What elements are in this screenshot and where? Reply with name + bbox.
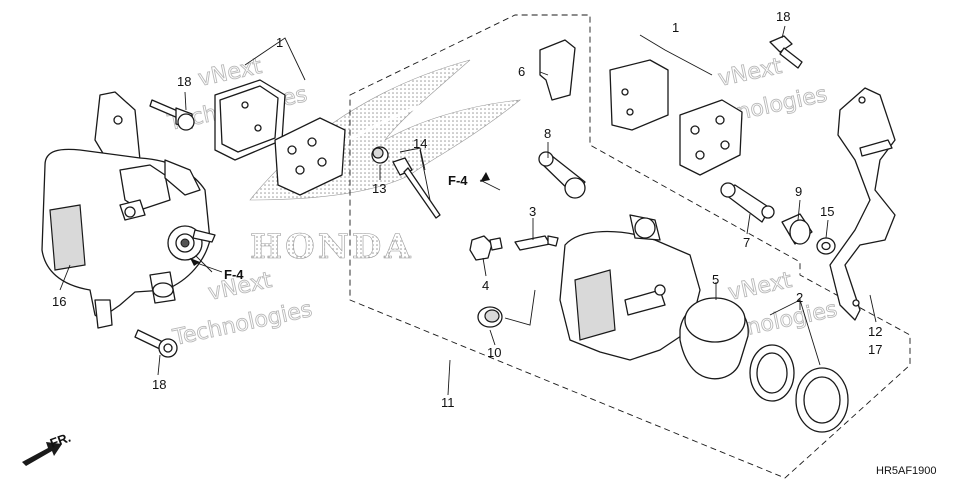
callout-18: 18 xyxy=(776,9,790,24)
piston-5 xyxy=(679,297,749,380)
callout-16: 16 xyxy=(52,294,66,309)
callout-3: 3 xyxy=(529,204,536,219)
assembly-outline xyxy=(349,14,911,479)
left-caliper-window xyxy=(49,204,86,271)
watermark-vnext: vNext xyxy=(726,268,794,306)
seal-2 xyxy=(749,299,849,433)
callout-10: 10 xyxy=(487,345,501,360)
bolt-18-upper-left xyxy=(149,99,195,131)
bolt-18-lower-left xyxy=(134,329,178,358)
front-label: FR. xyxy=(48,430,73,451)
callout-11: 11 xyxy=(441,395,455,410)
watermark-vnext: vNext xyxy=(716,54,784,92)
slide-pin-8 xyxy=(538,151,586,199)
screw-3 xyxy=(514,235,559,251)
callout-18: 18 xyxy=(177,74,191,89)
brake-pad-right-front xyxy=(679,99,743,176)
callout-12: 12 xyxy=(868,324,882,339)
front-direction-arrow: FR. xyxy=(22,430,73,466)
callout-6: 6 xyxy=(518,64,525,79)
brake-pad-right-back xyxy=(609,59,669,131)
boot-13 xyxy=(371,146,389,164)
clip-6 xyxy=(539,39,576,101)
callout-labels: 1 1 2 3 4 5 6 7 8 9 10 11 12 13 14 15 16… xyxy=(52,9,882,410)
honda-logo-text: HONDA xyxy=(250,227,414,267)
callout-8: 8 xyxy=(544,126,551,141)
left-caliper-assembly xyxy=(41,91,216,329)
callout-4: 4 xyxy=(482,278,489,293)
watermark-technologies: Technologies xyxy=(170,297,314,351)
callout-5: 5 xyxy=(712,272,719,287)
callout-13: 13 xyxy=(372,181,386,196)
pin-14 xyxy=(392,147,441,219)
callout-14: 14 xyxy=(413,136,427,151)
svg-text:F-4: F-4 xyxy=(224,267,244,282)
brake-pads-right xyxy=(609,34,743,176)
callout-2: 2 xyxy=(796,290,803,305)
callout-7: 7 xyxy=(743,235,750,250)
callout-9: 9 xyxy=(795,184,802,199)
callout-1: 1 xyxy=(672,20,679,35)
middle-caliper-window xyxy=(574,269,616,341)
washer-15 xyxy=(816,237,836,255)
callout-15: 15 xyxy=(820,204,834,219)
bracket-12-17 xyxy=(829,87,896,321)
leader-lines xyxy=(59,25,877,396)
brake-pads-left xyxy=(214,37,346,196)
middle-caliper-body xyxy=(559,214,701,361)
bolt-18-upper-right xyxy=(769,35,803,69)
callout-17: 17 xyxy=(868,342,882,357)
f4-reference-left: F-4 xyxy=(190,258,244,282)
bleeder-4 xyxy=(469,235,503,261)
boot-9 xyxy=(781,213,813,245)
callout-1: 1 xyxy=(276,35,283,50)
f4-reference-mid: F-4 xyxy=(448,172,490,188)
callout-18: 18 xyxy=(152,377,166,392)
diagram-code: HR5AF1900 xyxy=(876,465,937,477)
brake-pad-left-front xyxy=(274,117,346,196)
boot-10 xyxy=(477,289,536,328)
svg-text:F-4: F-4 xyxy=(448,173,468,188)
slide-pin-7 xyxy=(720,182,775,223)
